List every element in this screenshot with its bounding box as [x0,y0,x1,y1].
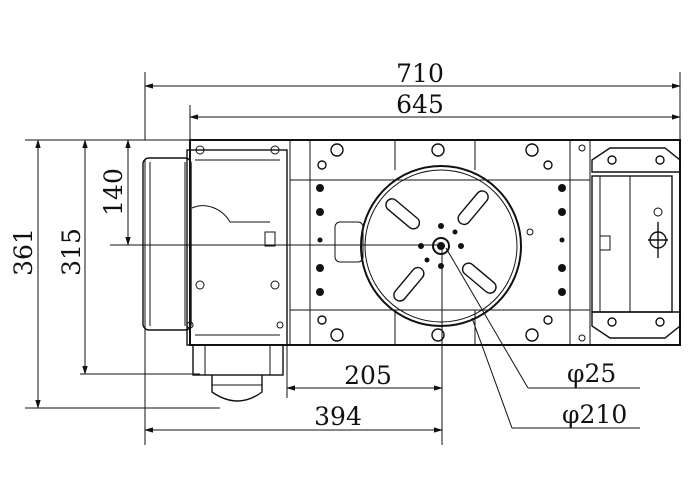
dimension-overall-height: 361 [9,139,220,409]
motor-connector [192,344,284,402]
base-mounting-bolts [316,184,566,296]
t-slot-holes [317,143,553,342]
dim-label-394: 394 [314,402,362,431]
dim-label-315: 315 [57,228,86,276]
dimension-center-to-motor: 394 [144,160,443,445]
leader-table-diameter: φ210 [471,317,640,429]
base-body [189,139,681,346]
leader-bore-diameter: φ25 [445,247,640,389]
dim-label-361: 361 [9,228,38,276]
rotary-table [360,165,522,327]
dimension-overall-length: 710 [144,59,681,140]
dim-label-710: 710 [396,59,444,88]
dimension-axis-height: 140 [99,139,440,246]
dim-label-phi210: φ210 [562,400,627,429]
dim-label-205: 205 [344,361,392,390]
right-bracket [578,144,681,342]
dimension-table-length: 645 [189,90,681,140]
dim-label-645: 645 [396,90,444,119]
dim-label-phi25: φ25 [567,359,616,388]
dimension-body-height: 315 [57,139,200,375]
dim-label-140: 140 [99,168,128,216]
